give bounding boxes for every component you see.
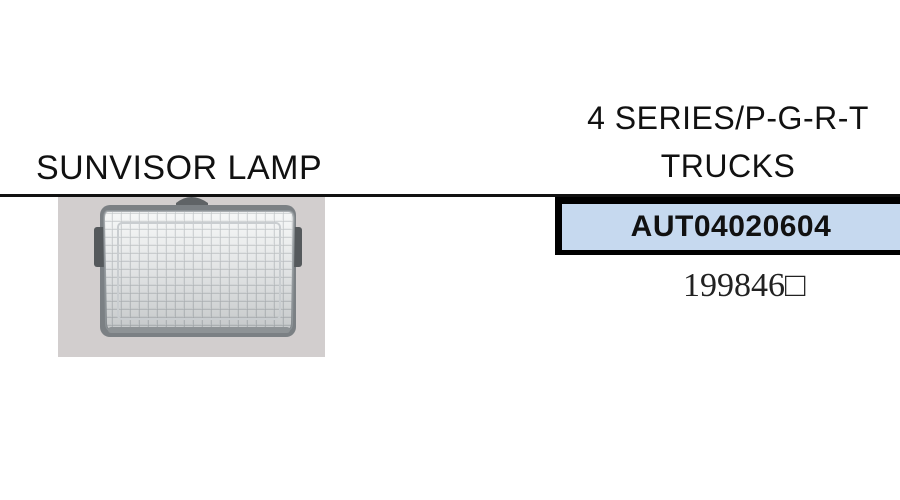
divider-line bbox=[0, 194, 900, 197]
part-number: AUT04020604 bbox=[562, 204, 900, 250]
part-number-box: AUT04020604 bbox=[555, 197, 900, 255]
product-name: SUNVISOR LAMP bbox=[36, 149, 323, 187]
product-photo bbox=[58, 197, 325, 357]
application-line-1: 4 SERIES/P-G-R-T bbox=[587, 100, 869, 136]
application-block: 4 SERIES/P-G-R-T TRUCKS bbox=[568, 94, 888, 190]
reference-number: 199846□ bbox=[683, 267, 806, 304]
sunvisor-lamp-image bbox=[94, 197, 302, 337]
application-line-2: TRUCKS bbox=[660, 148, 796, 184]
